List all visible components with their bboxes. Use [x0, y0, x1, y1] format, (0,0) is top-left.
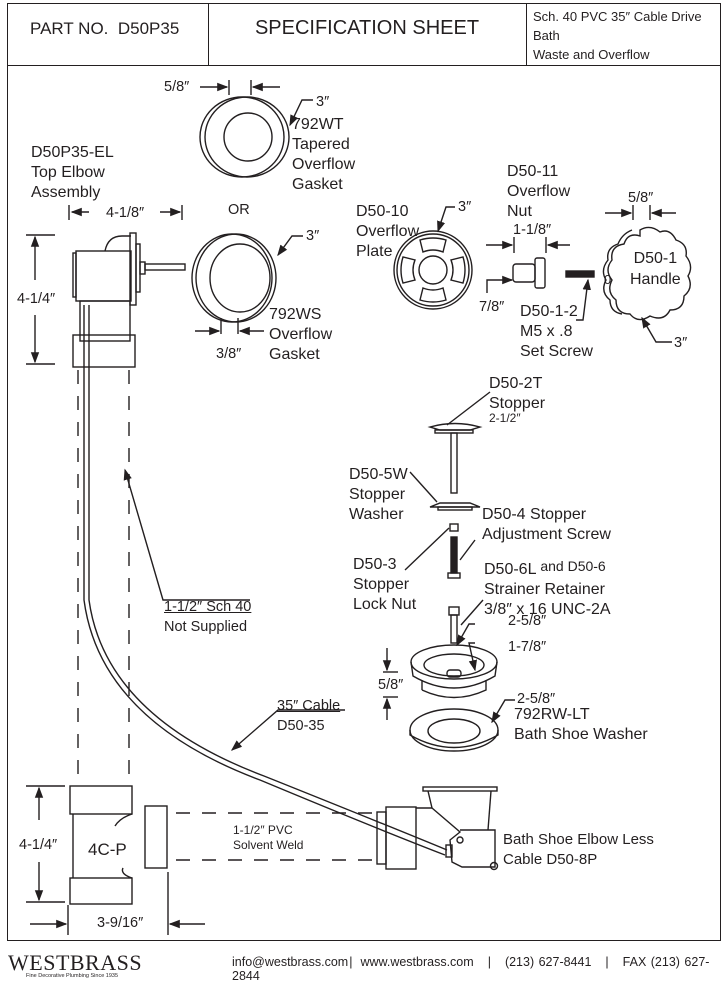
- set-screw-drawing: [565, 270, 595, 321]
- part-no: D50P35: [117, 19, 180, 38]
- phone-number: (213) 627-8441: [504, 955, 592, 969]
- or-label: OR: [228, 202, 250, 218]
- stopper-label: D50-2T Stopper: [489, 375, 546, 412]
- shoe-elbow-label: Bath Shoe Elbow Less Cable D50-8P: [503, 831, 654, 868]
- tee-code: 4C-P: [88, 840, 127, 859]
- overflow-nut-length: 1-1/8″: [513, 222, 552, 238]
- set-screw-label: D50-1-2 M5 x .8 Set Screw: [520, 303, 593, 360]
- tee-height: 4-1/4″: [19, 837, 58, 853]
- cable-label: 35″ Cable D50-35: [277, 698, 341, 734]
- part-no-label: PART NO.: [30, 19, 109, 38]
- stopper-diameter: 2-1/2″: [489, 411, 521, 425]
- tapered-gasket-label: 792WT Tapered Overflow Gasket: [292, 116, 356, 193]
- tapered-gasket-diameter: 3″: [316, 94, 330, 110]
- handle-label: D50-1 Handle: [630, 250, 681, 288]
- handle-diameter: 3″: [674, 335, 688, 351]
- description-line2: Waste and Overflow: [533, 47, 650, 62]
- handle-thickness: 5/8″: [628, 190, 654, 206]
- shoe-washer-diameter: 2-5/8″: [517, 691, 556, 707]
- description-line1: Sch. 40 PVC 35″ Cable Drive Bath: [533, 9, 702, 43]
- page-title: SPECIFICATION SHEET: [254, 17, 480, 39]
- contact-info: info@westbrass.com|www.westbrass.com|(21…: [232, 955, 710, 983]
- brand-tagline: Fine Decorative Plumbing Since 1935: [26, 973, 119, 979]
- cable-drawing: [83, 305, 448, 856]
- pvc-weld-label: 1-1/2″ PVC Solvent Weld: [233, 823, 304, 852]
- shoe-washer-drawing: [409, 699, 515, 752]
- overflow-nut-label: D50-11 Overflow Nut: [507, 163, 571, 220]
- brand-logo: WESTBRASS: [8, 950, 143, 975]
- tee-width: 3-9/16″: [97, 915, 144, 931]
- overflow-gasket-thickness: 3/8″: [216, 346, 242, 362]
- pipe-label: 1-1/2″ Sch 40 Not Supplied: [164, 599, 252, 635]
- top-elbow-width: 4-1/8″: [106, 205, 145, 221]
- fax-number: FAX (213) 627-2844: [232, 955, 710, 983]
- top-elbow-drawing: [26, 205, 186, 368]
- tapered-gasket-thickness: 5/8″: [164, 79, 190, 95]
- tee-drawing: [26, 785, 205, 935]
- title-cell: SPECIFICATION SHEET: [208, 3, 527, 65]
- strainer-height: 5/8″: [378, 677, 404, 693]
- overflow-plate-drawing: [393, 206, 473, 310]
- overflow-plate-label: D50-10 Overflow Plate: [356, 203, 420, 260]
- adjustment-screw-label: D50-4 Stopper Adjustment Screw: [482, 506, 611, 543]
- overflow-gasket-diameter: 3″: [306, 228, 320, 244]
- overflow-nut-diameter: 7/8″: [479, 299, 505, 315]
- strainer-drawing: [382, 623, 498, 720]
- description-cell: Sch. 40 PVC 35″ Cable Drive Bath Waste a…: [526, 3, 721, 65]
- top-elbow-height: 4-1/4″: [17, 291, 56, 307]
- stopper-washer-label: D50-5W Stopper Washer: [349, 466, 408, 523]
- email-link[interactable]: info@westbrass.com: [232, 955, 349, 969]
- pipe-outline-dashed: [77, 370, 378, 861]
- part-number-cell: PART NO. D50P35: [7, 3, 209, 65]
- shoe-elbow-drawing: [376, 786, 499, 871]
- handle-drawing: 0: [602, 205, 692, 343]
- website-link[interactable]: www.westbrass.com: [360, 955, 474, 969]
- sheet-frame: [7, 3, 721, 941]
- overflow-plate-diameter: 3″: [458, 199, 472, 215]
- strainer-outer-diameter: 2-5/8″: [508, 613, 547, 629]
- strainer-inner-diameter: 1-7/8″: [508, 639, 547, 655]
- shoe-washer-label: 792RW-LT Bath Shoe Washer: [514, 706, 648, 743]
- svg-text:0: 0: [604, 272, 611, 287]
- tapered-gasket-drawing: [199, 80, 313, 178]
- overflow-gasket-drawing: [191, 233, 303, 336]
- strainer-retainer-label: D50-6L and D50-6 Strainer Retainer 3/8″ …: [484, 558, 611, 618]
- top-elbow-label: D50P35-EL Top Elbow Assembly: [31, 144, 114, 201]
- overflow-nut-drawing: [486, 237, 570, 293]
- header: PART NO. D50P35 SPECIFICATION SHEET Sch.…: [7, 3, 721, 66]
- overflow-gasket-label: 792WS Overflow Gasket: [269, 306, 333, 363]
- stopper-drawing: [404, 391, 491, 644]
- lock-nut-label: D50-3 Stopper Lock Nut: [353, 556, 417, 613]
